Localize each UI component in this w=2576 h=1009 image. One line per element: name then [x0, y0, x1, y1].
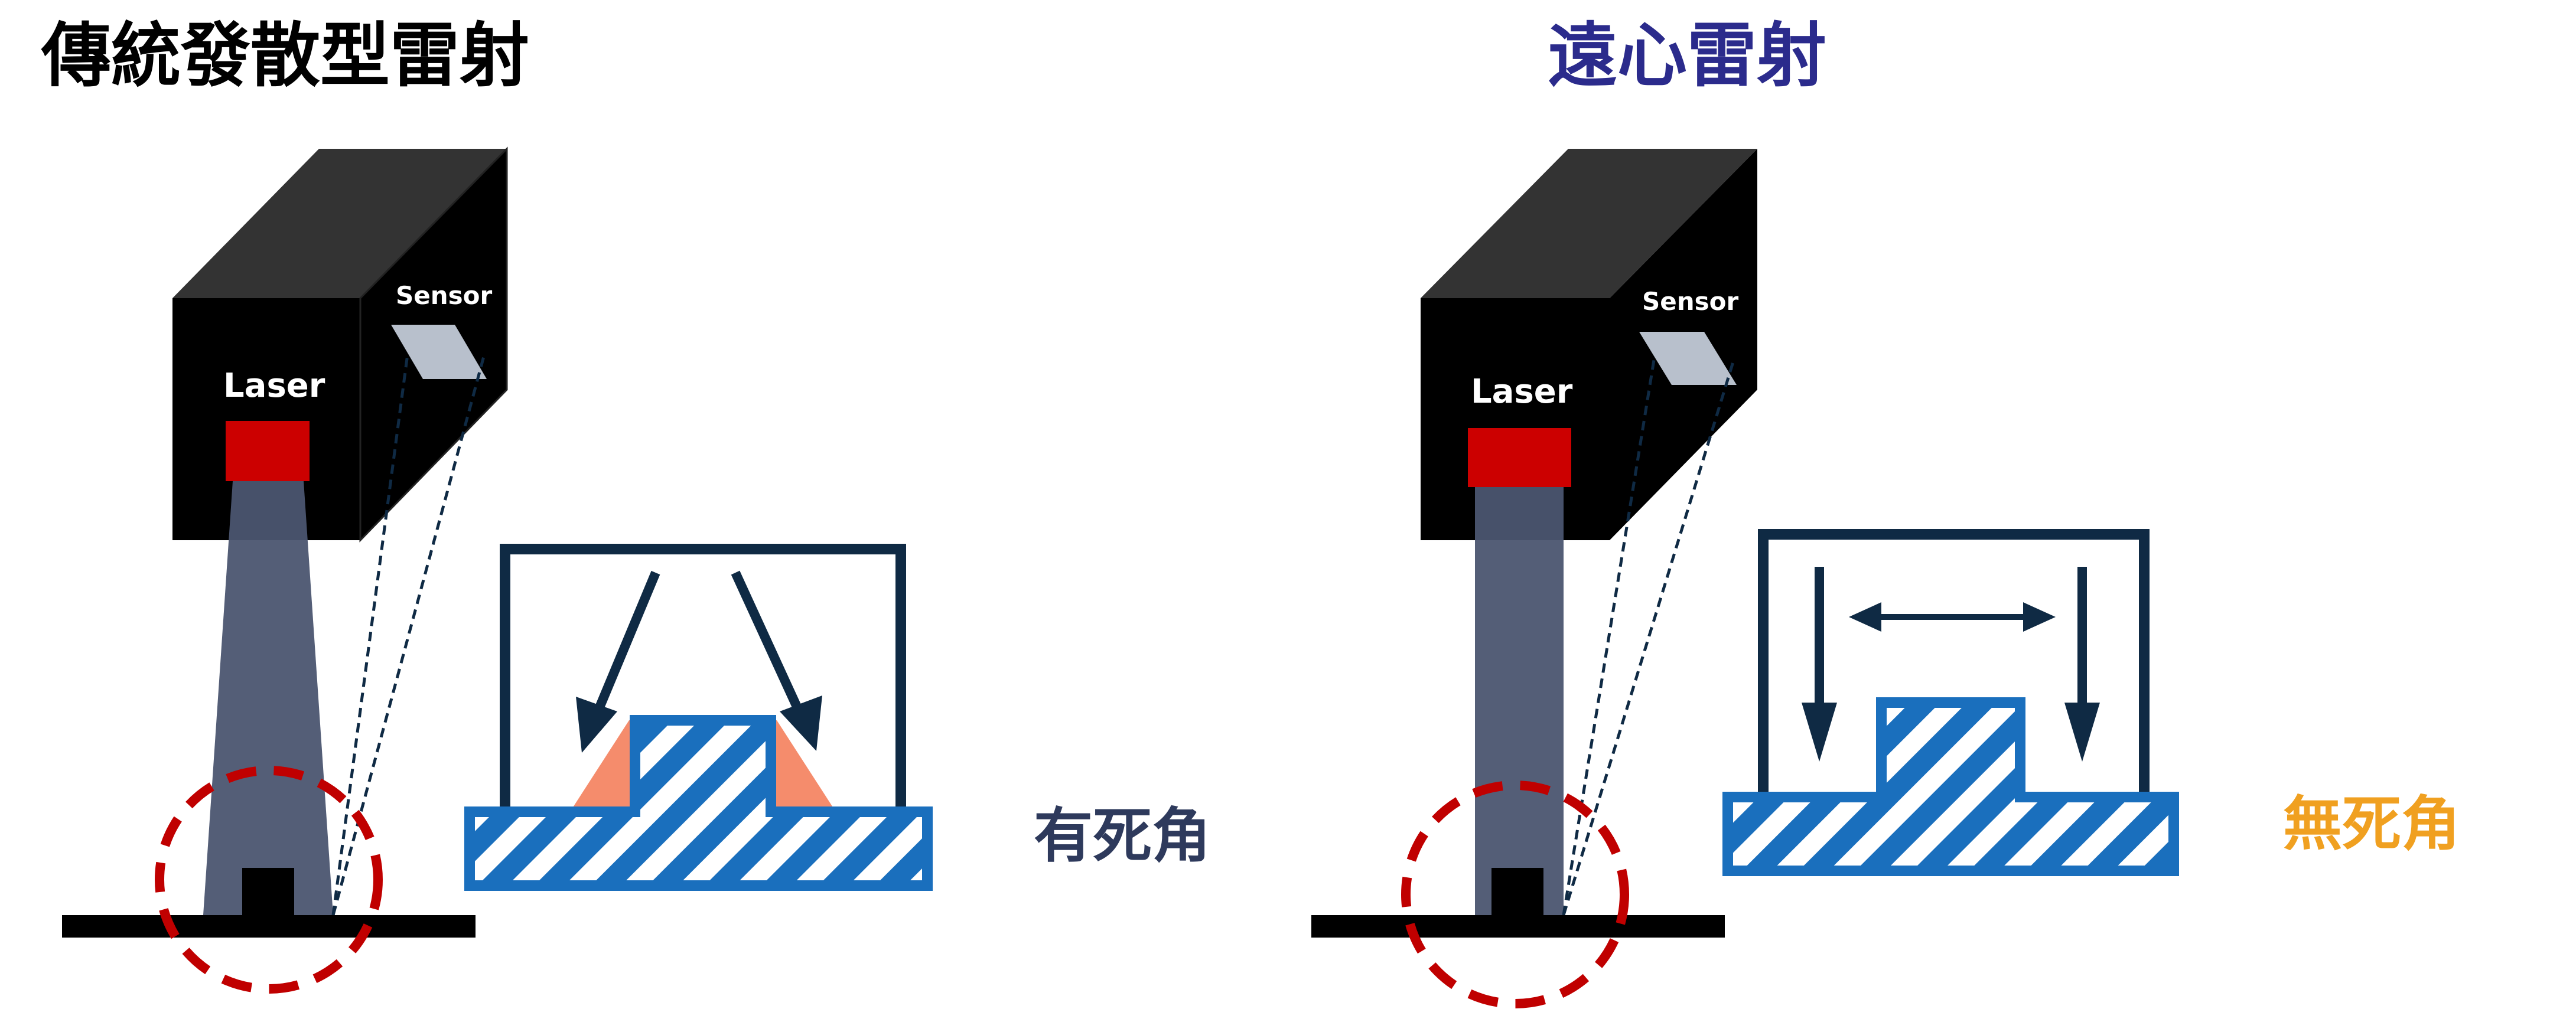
left-sensor-label: Sensor [396, 281, 492, 310]
right-sensor-window [1639, 332, 1737, 385]
right-laser-label: Laser [1471, 373, 1573, 411]
right-sensor-head: Laser Sensor [1421, 149, 1757, 540]
right-head-top-face [1421, 149, 1757, 298]
left-hatched-profile [464, 715, 933, 891]
right-reflection-line-1 [1562, 360, 1656, 916]
left-base-plate [62, 915, 476, 938]
right-arrow-1-head [1802, 703, 1837, 762]
left-inset-frame [500, 544, 906, 818]
left-arrow-1-head [576, 697, 617, 753]
left-arrow-1-shaft [592, 570, 660, 717]
right-reflection-line-2 [1562, 360, 1735, 916]
left-laser-label: Laser [223, 367, 325, 405]
right-base-plate [1311, 915, 1725, 938]
left-result-label: 有死角 [1034, 801, 1211, 870]
left-panel: 傳統發散型雷射 Laser Sensor [41, 15, 1211, 994]
left-sensor-head: Laser Sensor [172, 146, 508, 543]
right-inset-frame [1758, 529, 2150, 797]
right-double-arrow-head-left [1849, 602, 1881, 632]
right-panel: 遠心雷射 Laser Sensor [1311, 15, 2460, 1008]
right-target-object [1491, 868, 1543, 918]
right-double-arrow-head-right [2023, 602, 2056, 632]
left-shadow-left [570, 720, 638, 812]
left-laser-emitter [226, 421, 310, 481]
right-dead-zone-circle [1401, 781, 1629, 1008]
left-shadow-right [768, 720, 836, 812]
left-dead-zone-circle [155, 766, 383, 994]
left-laser-beam [203, 481, 333, 915]
left-head-top-face [172, 149, 507, 298]
left-arrow-2-shaft [731, 570, 805, 717]
left-target-object [242, 868, 294, 918]
right-laser-beam [1475, 487, 1564, 915]
right-sensor-label: Sensor [1642, 287, 1738, 316]
left-panel-title: 傳統發散型雷射 [41, 15, 529, 96]
right-laser-emitter [1468, 428, 1571, 487]
left-reflection-line-1 [331, 354, 409, 916]
left-head-edge [359, 146, 508, 543]
left-arrow-2-head [780, 695, 822, 751]
left-inset-diagram [464, 544, 933, 891]
right-panel-title: 遠心雷射 [1548, 15, 1826, 96]
right-result-label: 無死角 [2283, 789, 2460, 858]
right-inset-diagram [1722, 529, 2179, 876]
left-sensor-window [391, 325, 487, 379]
right-hatched-profile [1722, 697, 2179, 876]
right-arrow-2-head [2064, 703, 2100, 762]
